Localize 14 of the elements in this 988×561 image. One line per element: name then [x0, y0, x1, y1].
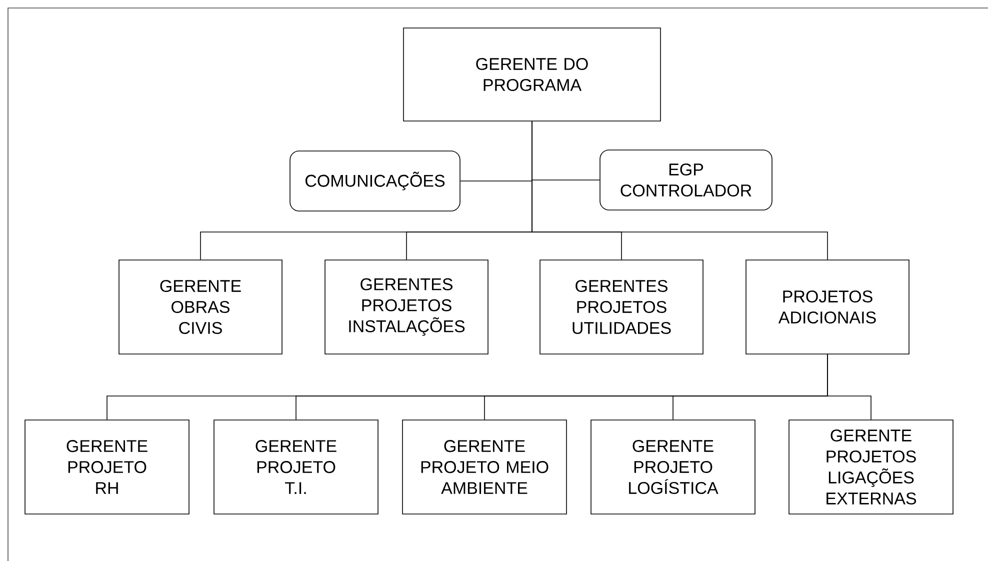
- manager-box: GERENTE PROJETO LOGÍSTICA: [590, 420, 756, 514]
- manager-box: GERENTES PROJETOS INSTALAÇÕES: [324, 260, 488, 354]
- manager-box: GERENTE PROJETO RH: [24, 420, 190, 514]
- manager-box: GERENTE DO PROGRAMA: [403, 28, 661, 122]
- manager-box: GERENTES PROJETOS UTILIDADES: [540, 260, 704, 354]
- manager-box: GERENTE PROJETO T.I.: [214, 420, 378, 514]
- manager-box: GERENTE PROJETO MEIO AMBIENTE: [402, 420, 567, 514]
- manager-box: PROJETOS ADICIONAIS: [746, 260, 910, 354]
- connector-line: [827, 354, 872, 420]
- rounded-box: COMUNICAÇÕES: [290, 150, 460, 212]
- connector-line: [532, 121, 828, 260]
- manager-box: GERENTE PROJETOS LIGAÇÕES EXTERNAS: [788, 420, 954, 514]
- rounded-box: EGP CONTROLADOR: [600, 150, 772, 210]
- manager-box: GERENTE OBRAS CIVIS: [118, 260, 282, 354]
